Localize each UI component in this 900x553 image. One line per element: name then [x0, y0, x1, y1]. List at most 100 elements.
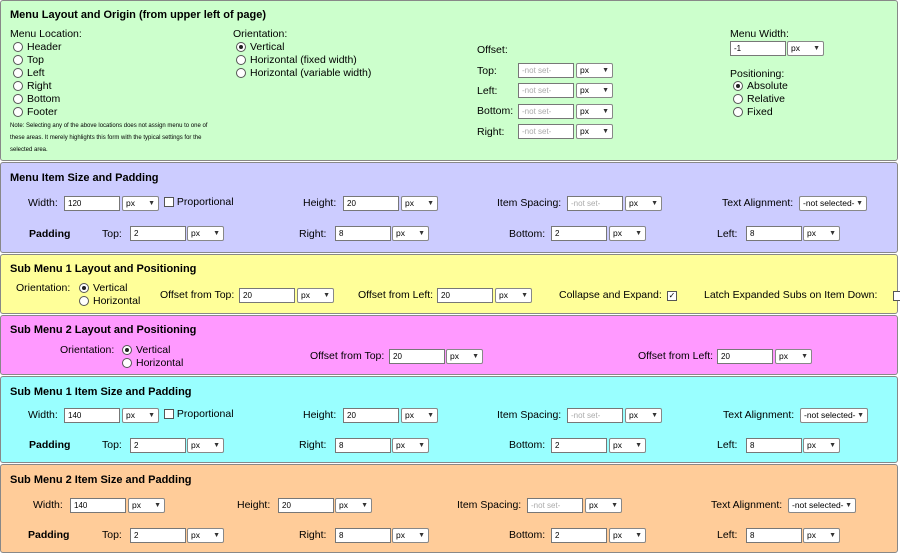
proportional-checkbox[interactable]: Proportional — [164, 408, 234, 420]
orientation-vertical-radio[interactable]: Vertical — [236, 41, 284, 53]
offset-bottom-unit-select[interactable]: px▼ — [576, 104, 613, 119]
menu-width-input[interactable]: -1 — [730, 41, 786, 56]
text-alignment-label: Text Alignment: — [711, 499, 783, 511]
width-input[interactable]: 120 — [64, 196, 120, 211]
position-fixed-radio[interactable]: Fixed — [733, 106, 773, 118]
chevron-down-icon: ▼ — [213, 230, 220, 237]
item-spacing-input[interactable]: -not set- — [527, 498, 583, 513]
radio-icon — [13, 94, 23, 105]
padding-top-unit-select[interactable]: px▼ — [187, 226, 224, 241]
padding-right-input[interactable]: 8 — [335, 528, 391, 543]
orientation-hfixed-radio[interactable]: Horizontal (fixed width) — [236, 54, 357, 66]
location-top-radio[interactable]: Top — [13, 54, 44, 66]
latch-expanded-checkbox[interactable] — [893, 291, 900, 302]
chevron-down-icon: ▼ — [845, 502, 852, 509]
padding-left-unit-select[interactable]: px▼ — [803, 528, 840, 543]
chevron-down-icon: ▼ — [418, 230, 425, 237]
height-input[interactable]: 20 — [343, 408, 399, 423]
padding-label: Padding — [29, 439, 71, 451]
item-spacing-unit-select[interactable]: px▼ — [625, 196, 662, 211]
width-input[interactable]: 140 — [70, 498, 126, 513]
offset-left-input[interactable]: 20 — [717, 349, 773, 364]
offset-left-label: Offset from Left: — [638, 350, 714, 362]
width-unit-select[interactable]: px▼ — [122, 408, 159, 423]
offset-right-label: Right: — [477, 126, 505, 138]
proportional-checkbox[interactable]: Proportional — [164, 196, 234, 208]
item-spacing-unit-select[interactable]: px▼ — [585, 498, 622, 513]
item-spacing-unit-select[interactable]: px▼ — [625, 408, 662, 423]
sub1-vertical-radio[interactable]: Vertical — [79, 282, 127, 294]
padding-left-input[interactable]: 8 — [746, 226, 802, 241]
item-spacing-input[interactable]: -not set- — [567, 196, 623, 211]
position-absolute-radio[interactable]: Absolute — [733, 80, 788, 92]
offset-left-input[interactable]: -not set- — [518, 83, 574, 98]
text-alignment-select[interactable]: -not selected-▼ — [799, 196, 867, 211]
padding-left-unit-select[interactable]: px▼ — [803, 438, 840, 453]
width-unit-select[interactable]: px▼ — [122, 196, 159, 211]
offset-left-unit-select[interactable]: px▼ — [576, 83, 613, 98]
sub1-horizontal-radio[interactable]: Horizontal — [79, 295, 140, 307]
offset-top-input[interactable]: -not set- — [518, 63, 574, 78]
height-unit-select[interactable]: px▼ — [335, 498, 372, 513]
location-left-radio[interactable]: Left — [13, 67, 45, 79]
padding-bottom-input[interactable]: 2 — [551, 226, 607, 241]
location-bottom-radio[interactable]: Bottom — [13, 93, 60, 105]
padding-bottom-input[interactable]: 2 — [551, 528, 607, 543]
offset-top-unit-select[interactable]: px▼ — [576, 63, 613, 78]
text-alignment-select[interactable]: -not selected-▼ — [788, 498, 856, 513]
offset-top-input[interactable]: 20 — [389, 349, 445, 364]
text-alignment-select[interactable]: -not selected-▼ — [800, 408, 868, 423]
padding-top-unit-select[interactable]: px▼ — [187, 528, 224, 543]
offset-top-input[interactable]: 20 — [239, 288, 295, 303]
padding-right-unit-select[interactable]: px▼ — [392, 438, 429, 453]
padding-bottom-unit-select[interactable]: px▼ — [609, 438, 646, 453]
location-right-radio[interactable]: Right — [13, 80, 52, 92]
collapse-expand-checkbox[interactable]: ✓ — [667, 291, 677, 302]
offset-bottom-input[interactable]: -not set- — [518, 104, 574, 119]
text-alignment-label: Text Alignment: — [723, 409, 795, 421]
height-input[interactable]: 20 — [278, 498, 334, 513]
height-input[interactable]: 20 — [343, 196, 399, 211]
padding-top-input[interactable]: 2 — [130, 226, 186, 241]
height-unit-select[interactable]: px▼ — [401, 408, 438, 423]
padding-right-input[interactable]: 8 — [335, 438, 391, 453]
checkbox-icon — [164, 197, 174, 208]
orientation-hvariable-radio[interactable]: Horizontal (variable width) — [236, 67, 371, 79]
location-footer-radio[interactable]: Footer — [13, 106, 57, 118]
offset-top-unit-select[interactable]: px▼ — [446, 349, 483, 364]
chevron-down-icon: ▼ — [418, 442, 425, 449]
padding-right-unit-select[interactable]: px▼ — [392, 528, 429, 543]
padding-left-input[interactable]: 8 — [746, 528, 802, 543]
padding-right-input[interactable]: 8 — [335, 226, 391, 241]
padding-bottom-unit-select[interactable]: px▼ — [609, 528, 646, 543]
offset-left-input[interactable]: 20 — [437, 288, 493, 303]
location-header-radio[interactable]: Header — [13, 41, 61, 53]
padding-top-unit-select[interactable]: px▼ — [187, 438, 224, 453]
padding-top-input[interactable]: 2 — [130, 438, 186, 453]
offset-left-unit-select[interactable]: px▼ — [495, 288, 532, 303]
chevron-down-icon: ▼ — [813, 45, 820, 52]
padding-top-input[interactable]: 2 — [130, 528, 186, 543]
width-input[interactable]: 140 — [64, 408, 120, 423]
offset-left-unit-select[interactable]: px▼ — [775, 349, 812, 364]
padding-top-label: Top: — [102, 228, 122, 240]
padding-left-input[interactable]: 8 — [746, 438, 802, 453]
offset-right-unit-select[interactable]: px▼ — [576, 124, 613, 139]
height-unit-select[interactable]: px▼ — [401, 196, 438, 211]
offset-right-input[interactable]: -not set- — [518, 124, 574, 139]
chevron-down-icon: ▼ — [521, 292, 528, 299]
menu-width-unit-select[interactable]: px▼ — [787, 41, 824, 56]
padding-right-unit-select[interactable]: px▼ — [392, 226, 429, 241]
sub2-vertical-radio[interactable]: Vertical — [122, 344, 170, 356]
chevron-down-icon: ▼ — [829, 230, 836, 237]
padding-left-label: Left: — [717, 529, 738, 541]
item-spacing-input[interactable]: -not set- — [567, 408, 623, 423]
padding-bottom-input[interactable]: 2 — [551, 438, 607, 453]
offset-top-unit-select[interactable]: px▼ — [297, 288, 334, 303]
padding-left-unit-select[interactable]: px▼ — [803, 226, 840, 241]
sub2-horizontal-radio[interactable]: Horizontal — [122, 357, 183, 369]
position-relative-radio[interactable]: Relative — [733, 93, 785, 105]
width-unit-select[interactable]: px▼ — [128, 498, 165, 513]
chevron-down-icon: ▼ — [602, 87, 609, 94]
padding-bottom-unit-select[interactable]: px▼ — [609, 226, 646, 241]
